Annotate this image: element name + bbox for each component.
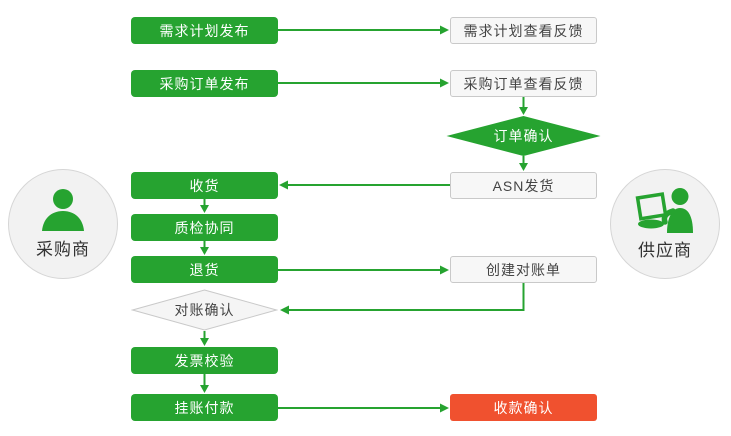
person-arm	[661, 208, 676, 225]
arrowhead	[200, 247, 209, 255]
connector-po-feedback-to-order-confirm	[519, 97, 528, 115]
actor-supplier: 供应商	[610, 169, 720, 279]
arrowhead	[279, 180, 288, 190]
person-icon	[42, 189, 84, 231]
arrowhead	[519, 107, 528, 115]
monitor-shape	[635, 192, 668, 221]
connector-return-to-statement	[278, 265, 449, 275]
arrowhead	[280, 305, 289, 315]
flow-step-receive: 收货	[131, 172, 278, 199]
flow-step-po-feedback: 采购订单查看反馈	[450, 70, 597, 97]
flow-step-demand-plan-publish: 需求计划发布	[131, 17, 278, 44]
flow-step-po-publish: 采购订单发布	[131, 70, 278, 97]
decision-label: 对账确认	[174, 302, 235, 318]
connector-invoice-to-payment	[200, 374, 209, 393]
flow-step-return-goods: 退货	[131, 256, 278, 283]
diamond-fill	[131, 289, 278, 331]
arrowhead	[440, 265, 449, 275]
flow-step-quality-check: 质检协同	[131, 214, 278, 241]
arrowhead	[200, 205, 209, 213]
connector-line	[288, 283, 525, 311]
actor-buyer: 采购商	[8, 169, 118, 279]
flow-step-create-statement: 创建对账单	[450, 256, 597, 283]
connector-statement-to-confirm	[280, 283, 525, 315]
actor-label: 供应商	[638, 241, 692, 260]
flow-step-payment-confirm: 收款确认	[450, 394, 597, 421]
actor-label: 采购商	[36, 240, 90, 259]
decision-order-confirm: 订单确认	[445, 115, 602, 157]
connector-asn-to-receive	[279, 180, 450, 190]
arrowhead	[440, 403, 449, 413]
diamond-shape	[131, 289, 278, 331]
decision-label: 订单确认	[493, 128, 554, 144]
flow-step-invoice-verify: 发票校验	[131, 347, 278, 374]
connector-order-confirm-to-asn	[519, 156, 528, 171]
monitor-base	[638, 219, 664, 229]
person-head	[671, 188, 689, 205]
flow-step-payment: 挂账付款	[131, 394, 278, 421]
arrowhead	[200, 338, 209, 346]
flow-step-demand-plan-feedback: 需求计划查看反馈	[450, 17, 597, 44]
arrowhead	[440, 78, 449, 88]
person-computer-icon	[635, 188, 693, 233]
connector-payment-to-confirm	[278, 403, 449, 413]
decision-statement-confirm: 对账确认	[131, 289, 278, 331]
flow-step-asn-ship: ASN发货	[450, 172, 597, 199]
diamond-shape	[446, 116, 601, 156]
diamond-fill	[446, 116, 601, 156]
arrowhead	[519, 163, 528, 171]
person-body	[667, 208, 693, 233]
connector-confirm-to-invoice	[200, 331, 209, 346]
arrowhead	[200, 385, 209, 393]
connector-demand-plan-to-feedback	[278, 25, 449, 35]
connector-quality-to-return	[200, 241, 209, 255]
connector-po-to-feedback	[278, 78, 449, 88]
connector-receive-to-quality	[200, 199, 209, 213]
arrowhead	[440, 25, 449, 35]
